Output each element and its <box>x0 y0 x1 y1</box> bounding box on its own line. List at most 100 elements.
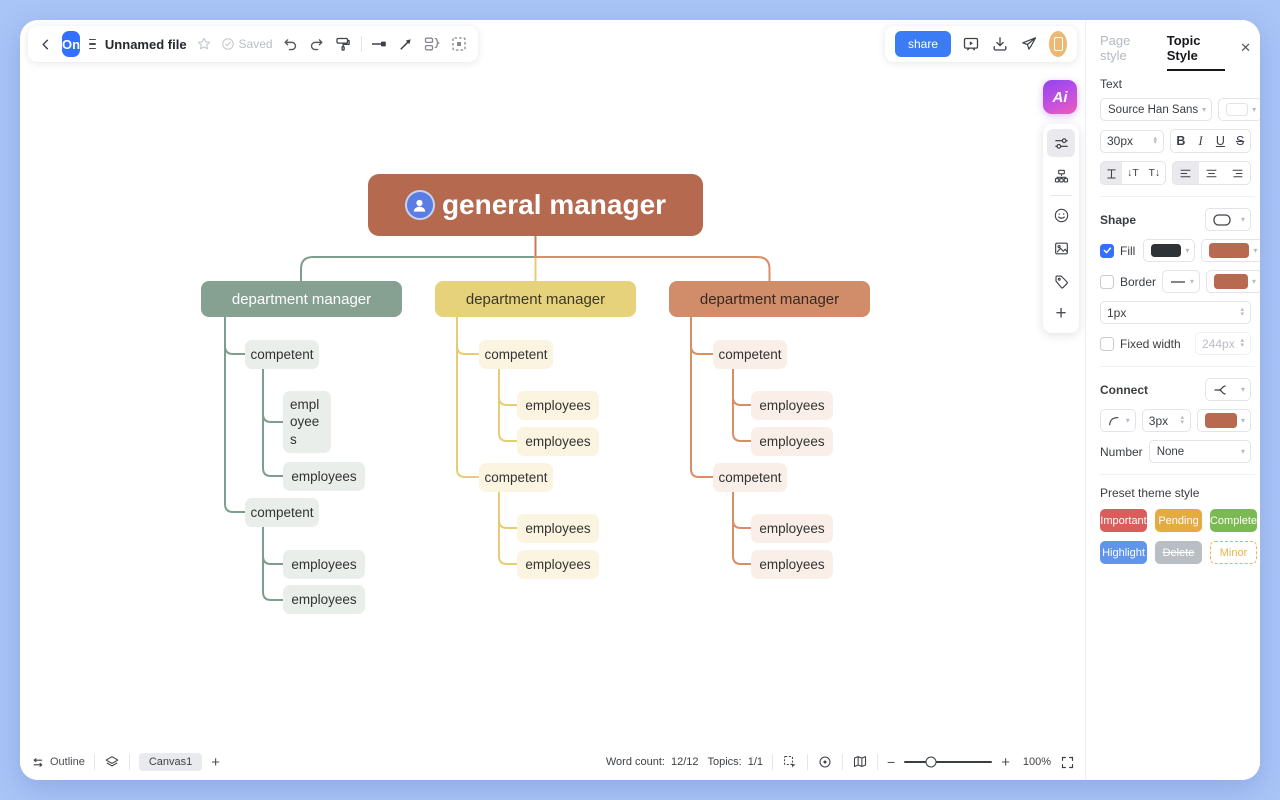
text-vertical-lt-button[interactable]: ↓T <box>1127 167 1139 179</box>
zoom-out-button[interactable]: − <box>887 754 896 770</box>
layers-icon[interactable] <box>104 754 120 770</box>
step-down-icon[interactable]: ▾ <box>1153 139 1157 146</box>
sub-topic[interactable]: employees <box>283 391 331 453</box>
user-avatar[interactable] <box>1049 31 1067 57</box>
text-vertical-tl-button[interactable]: T↓ <box>1148 167 1161 179</box>
sub-topic[interactable]: employees <box>283 462 365 491</box>
emoji-icon[interactable] <box>1047 201 1075 229</box>
sub-topic[interactable]: employees <box>751 391 833 420</box>
connector-type-select[interactable]: ▾ <box>1205 378 1251 401</box>
sub-topic[interactable]: employees <box>283 585 365 614</box>
sub-topic[interactable]: competent <box>245 498 319 527</box>
sub-topic[interactable]: employees <box>751 550 833 579</box>
zoom-slider-thumb[interactable] <box>925 756 937 768</box>
sub-topic[interactable]: competent <box>479 340 553 369</box>
menu-icon[interactable] <box>89 38 96 50</box>
curve-style-select[interactable]: ▾ <box>1100 409 1136 432</box>
zoom-slider[interactable] <box>904 756 993 768</box>
preset-pending-button[interactable]: Pending <box>1155 509 1202 532</box>
step-down-icon[interactable]: ▾ <box>1240 341 1244 349</box>
text-height-button[interactable] <box>1101 162 1123 184</box>
font-size-stepper[interactable]: 30px ▴▾ <box>1100 129 1164 153</box>
drag-select-icon[interactable] <box>782 754 798 770</box>
align-center-button[interactable] <box>1199 162 1225 184</box>
relation-line-icon[interactable] <box>370 35 388 53</box>
add-canvas-button[interactable]: + <box>211 753 221 771</box>
step-down-icon[interactable]: ▾ <box>1180 418 1184 426</box>
fixed-width-checkbox[interactable] <box>1100 336 1114 351</box>
step-up-icon[interactable]: ▴ <box>1180 414 1184 422</box>
strikethrough-button[interactable]: S <box>1235 134 1245 148</box>
present-icon[interactable] <box>962 35 980 53</box>
connector-color-select[interactable]: ▾ <box>1196 409 1251 432</box>
tag-icon[interactable] <box>1047 267 1075 295</box>
style-sliders-icon[interactable] <box>1047 129 1075 157</box>
shape-select[interactable]: ▾ <box>1205 208 1251 231</box>
redo-icon[interactable] <box>308 36 325 53</box>
tab-page-style[interactable]: Page style <box>1100 33 1131 63</box>
mindmap-canvas[interactable]: general manager department manager depar… <box>20 20 1260 780</box>
locate-icon[interactable] <box>817 754 833 770</box>
fixed-width-stepper[interactable]: 244px ▴▾ <box>1195 332 1251 355</box>
sub-topic[interactable]: competent <box>713 340 787 369</box>
undo-icon[interactable] <box>282 36 299 53</box>
align-left-button[interactable] <box>1173 162 1199 184</box>
fill-color-select[interactable]: ▾ <box>1201 239 1260 262</box>
sub-topic[interactable]: competent <box>713 463 787 492</box>
preset-highlight-button[interactable]: Highlight <box>1100 541 1147 564</box>
zoom-in-button[interactable]: + <box>1001 753 1010 771</box>
fill-style-select[interactable]: ▾ <box>1143 239 1196 262</box>
sub-topic[interactable]: competent <box>479 463 553 492</box>
canvas-tab[interactable]: Canvas1 <box>138 753 203 771</box>
align-right-button[interactable] <box>1224 162 1250 184</box>
fill-checkbox[interactable] <box>1100 243 1114 258</box>
border-checkbox[interactable] <box>1100 274 1114 289</box>
step-up-icon[interactable]: ▴ <box>1240 337 1244 345</box>
download-icon[interactable] <box>991 35 1009 53</box>
preset-important-button[interactable]: Important <box>1100 509 1147 532</box>
preset-complete-button[interactable]: Complete <box>1210 509 1257 532</box>
root-topic[interactable]: general manager <box>368 174 703 236</box>
sub-topic[interactable]: employees <box>517 391 599 420</box>
italic-button[interactable]: I <box>1198 133 1203 148</box>
branch-topic[interactable]: department manager <box>201 281 402 317</box>
border-width-stepper[interactable]: 1px ▴▾ <box>1100 301 1251 324</box>
connector-width-stepper[interactable]: 3px ▴▾ <box>1141 409 1191 432</box>
frame-select-icon[interactable] <box>450 35 468 53</box>
tab-topic-style[interactable]: Topic Style <box>1166 33 1226 71</box>
outline-toggle[interactable]: Outline <box>30 755 85 770</box>
step-up-icon[interactable]: ▴ <box>1240 306 1244 314</box>
share-button[interactable]: share <box>895 31 952 57</box>
bold-button[interactable]: B <box>1176 134 1186 148</box>
ai-assistant-button[interactable]: Ai <box>1043 80 1077 114</box>
preset-delete-button[interactable]: Delete <box>1155 541 1202 564</box>
format-painter-icon[interactable] <box>334 35 352 53</box>
number-select[interactable]: None ▾ <box>1148 440 1251 463</box>
preset-minor-button[interactable]: Minor <box>1210 541 1257 564</box>
step-up-icon[interactable]: ▴ <box>1153 134 1157 142</box>
sub-topic[interactable]: employees <box>517 550 599 579</box>
sub-topic[interactable]: employees <box>517 427 599 456</box>
font-color-select[interactable]: ▾ <box>1218 98 1260 121</box>
add-topic-icon[interactable]: + <box>1055 303 1067 324</box>
app-logo[interactable]: On <box>62 31 81 57</box>
sub-topic[interactable]: employees <box>751 427 833 456</box>
sub-topic[interactable]: employees <box>751 514 833 543</box>
fullscreen-icon[interactable] <box>1060 755 1075 770</box>
sub-topic[interactable]: employees <box>517 514 599 543</box>
back-button[interactable] <box>38 37 53 52</box>
minimap-icon[interactable] <box>852 754 868 770</box>
structure-icon[interactable] <box>1047 162 1075 190</box>
sub-topic[interactable]: employees <box>283 550 365 579</box>
border-color-select[interactable]: ▾ <box>1206 270 1260 293</box>
arrow-tool-icon[interactable] <box>397 36 414 53</box>
image-icon[interactable] <box>1047 234 1075 262</box>
border-style-select[interactable]: ▾ <box>1162 270 1201 293</box>
star-icon[interactable] <box>196 36 212 52</box>
send-icon[interactable] <box>1020 35 1038 53</box>
font-family-select[interactable]: Source Han Sans ▾ <box>1100 98 1213 121</box>
sub-topic[interactable]: competent <box>245 340 319 369</box>
step-down-icon[interactable]: ▾ <box>1240 310 1244 318</box>
summary-brace-icon[interactable] <box>423 35 441 53</box>
branch-topic[interactable]: department manager <box>435 281 636 317</box>
